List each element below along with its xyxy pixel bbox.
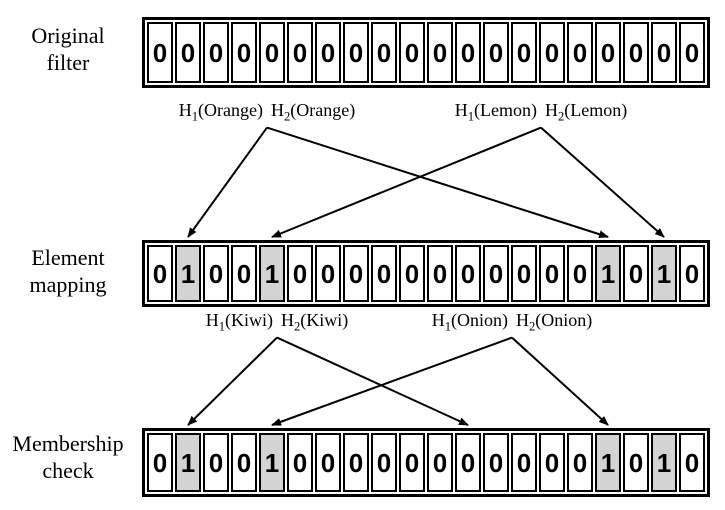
bit-cell-element-mapping-5: 0 [287, 245, 313, 302]
bit-cell-original-filter-12: 0 [483, 22, 509, 83]
bit-cell-element-mapping-18: 1 [651, 245, 677, 302]
label-line: mapping [29, 272, 107, 297]
bit-cell-membership-check-16: 1 [595, 433, 621, 492]
bit-cell-element-mapping-16: 1 [595, 245, 621, 302]
hash-term-h1-onion: H1(Onion) [431, 310, 508, 334]
bit-cell-membership-check-15: 0 [567, 433, 593, 492]
bit-cell-element-mapping-10: 0 [427, 245, 453, 302]
bit-cell-membership-check-12: 0 [483, 433, 509, 492]
hash-term-h1-kiwi: H1(Kiwi) [205, 310, 273, 334]
bit-cell-element-mapping-13: 0 [511, 245, 537, 302]
bit-cell-membership-check-14: 0 [539, 433, 565, 492]
bit-cell-original-filter-14: 0 [539, 22, 565, 83]
bit-cell-element-mapping-14: 0 [539, 245, 565, 302]
hash-label-group-onion: H1(Onion) H2(Onion) [428, 310, 597, 337]
bit-cell-element-mapping-8: 0 [371, 245, 397, 302]
hash-term-h2-kiwi: H2(Kiwi) [281, 310, 349, 334]
hash-arrow-orange-h1-to-cell-1 [187, 127, 268, 238]
bit-cell-membership-check-18: 1 [651, 433, 677, 492]
bit-cell-membership-check-6: 0 [315, 433, 341, 492]
bit-cell-membership-check-11: 0 [455, 433, 481, 492]
bit-cell-membership-check-4: 1 [259, 433, 285, 492]
bit-cell-element-mapping-7: 0 [343, 245, 369, 302]
bit-cell-original-filter-0: 0 [147, 22, 173, 83]
bit-cell-element-mapping-11: 0 [455, 245, 481, 302]
bit-cell-element-mapping-3: 0 [231, 245, 257, 302]
bit-cell-original-filter-6: 0 [315, 22, 341, 83]
hash-term-h2-onion: H2(Onion) [516, 310, 593, 334]
bit-cell-original-filter-9: 0 [399, 22, 425, 83]
bit-cell-membership-check-19: 0 [679, 433, 705, 492]
bit-cell-original-filter-7: 0 [343, 22, 369, 83]
bit-cell-original-filter-4: 0 [259, 22, 285, 83]
hash-term-h2-orange: H2(Orange) [271, 100, 356, 124]
label-line: check [42, 458, 94, 483]
bit-cell-element-mapping-6: 0 [315, 245, 341, 302]
bit-cell-original-filter-11: 0 [455, 22, 481, 83]
bit-cell-element-mapping-12: 0 [483, 245, 509, 302]
bit-cell-element-mapping-4: 1 [259, 245, 285, 302]
bit-cell-original-filter-19: 0 [679, 22, 705, 83]
hash-label-group-lemon: H1(Lemon) H2(Lemon) [451, 100, 632, 127]
bit-cell-membership-check-10: 0 [427, 433, 453, 492]
bit-cell-original-filter-10: 0 [427, 22, 453, 83]
bit-cell-membership-check-2: 0 [203, 433, 229, 492]
bit-cell-original-filter-13: 0 [511, 22, 537, 83]
bit-cell-original-filter-2: 0 [203, 22, 229, 83]
bit-cell-element-mapping-9: 0 [399, 245, 425, 302]
hash-label-group-orange: H1(Orange) H2(Orange) [175, 100, 360, 127]
bit-cell-original-filter-1: 0 [175, 22, 201, 83]
hash-arrow-onion-h2-to-cell-16 [511, 336, 609, 426]
hash-term-h1-lemon: H1(Lemon) [454, 100, 537, 124]
hash-arrow-lemon-h2-to-cell-18 [540, 126, 665, 238]
hash-label-group-kiwi: H1(Kiwi) H2(Kiwi) [202, 310, 353, 337]
bit-cell-membership-check-13: 0 [511, 433, 537, 492]
bit-cell-membership-check-5: 0 [287, 433, 313, 492]
bit-cell-element-mapping-15: 0 [567, 245, 593, 302]
bit-cell-membership-check-9: 0 [399, 433, 425, 492]
hash-arrow-kiwi-h1-to-cell-1 [187, 336, 278, 426]
hash-arrow-lemon-h1-to-cell-4 [271, 126, 542, 238]
bit-cell-original-filter-18: 0 [651, 22, 677, 83]
label-original-filter: Original filter [0, 22, 136, 76]
hash-arrow-orange-h2-to-cell-16 [266, 126, 609, 239]
bit-cell-original-filter-8: 0 [371, 22, 397, 83]
bit-cell-element-mapping-2: 0 [203, 245, 229, 302]
label-line: Membership [12, 431, 124, 456]
bit-cell-element-mapping-1: 1 [175, 245, 201, 302]
label-element-mapping: Element mapping [0, 244, 136, 298]
bit-cell-element-mapping-19: 0 [679, 245, 705, 302]
hash-arrow-onion-h1-to-cell-4 [271, 336, 513, 426]
bit-cell-membership-check-7: 0 [343, 433, 369, 492]
bit-cell-membership-check-0: 0 [147, 433, 173, 492]
bit-cell-membership-check-3: 0 [231, 433, 257, 492]
bit-cell-original-filter-15: 0 [567, 22, 593, 83]
label-line: Element [31, 245, 105, 270]
label-membership-check: Membership check [0, 430, 136, 484]
bit-cell-original-filter-3: 0 [231, 22, 257, 83]
bit-cell-original-filter-5: 0 [287, 22, 313, 83]
bit-cell-original-filter-17: 0 [623, 22, 649, 83]
label-line: Original [31, 23, 105, 48]
bit-cell-original-filter-16: 0 [595, 22, 621, 83]
bit-cell-element-mapping-0: 0 [147, 245, 173, 302]
bit-cell-membership-check-1: 1 [175, 433, 201, 492]
label-line: filter [46, 50, 90, 75]
bit-cell-membership-check-17: 0 [623, 433, 649, 492]
bit-cell-membership-check-8: 0 [371, 433, 397, 492]
bit-cell-element-mapping-17: 0 [623, 245, 649, 302]
hash-term-h1-orange: H1(Orange) [178, 100, 263, 124]
hash-term-h2-lemon: H2(Lemon) [545, 100, 628, 124]
hash-arrow-kiwi-h2-to-cell-11 [276, 336, 469, 426]
